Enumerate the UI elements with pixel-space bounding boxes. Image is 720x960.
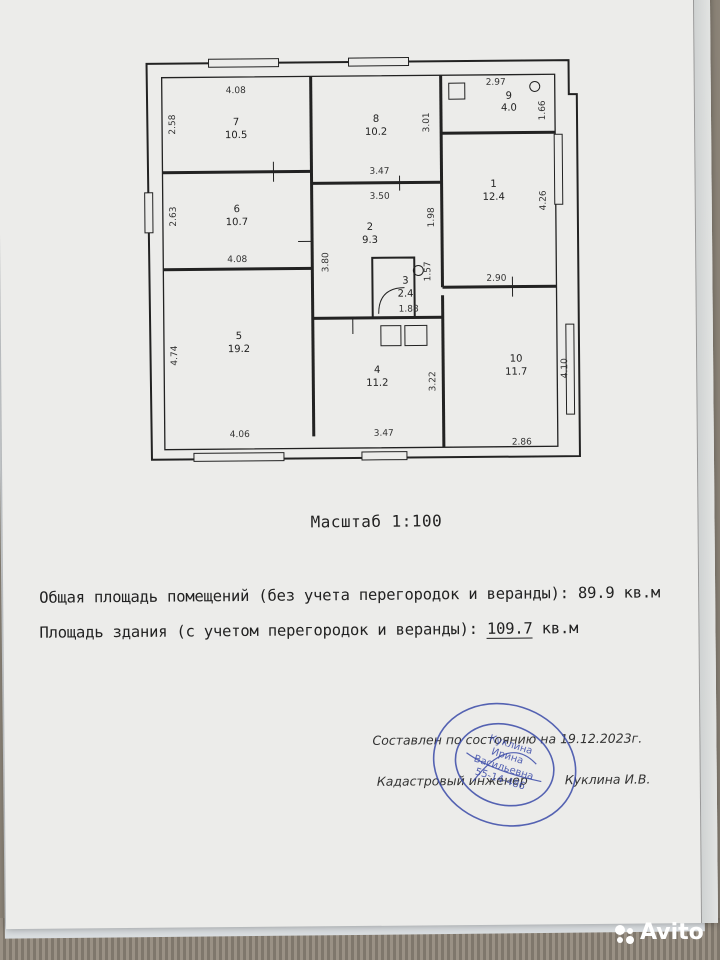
room-8-number: 8 — [373, 114, 379, 125]
dim-label: 2.90 — [486, 274, 506, 284]
window — [347, 57, 410, 67]
wall-v1 — [309, 76, 316, 437]
dim-label: 3.47 — [369, 167, 389, 177]
room-3-area: 2.4 — [398, 289, 414, 300]
avito-logo-icon — [615, 925, 634, 944]
wall-h6 — [312, 315, 443, 320]
building-area-label: Площадь здания (с учетом перегородок и в… — [39, 619, 488, 642]
room-1-number: 1 — [490, 179, 496, 190]
dim-label: 4.74 — [170, 345, 180, 365]
dim-label: 2.97 — [486, 78, 506, 88]
wall-h2 — [163, 266, 313, 272]
room-3-number: 3 — [402, 276, 408, 287]
dim-label: 1.66 — [538, 100, 548, 120]
outer-wall — [145, 59, 581, 461]
bathroom-walls — [371, 256, 416, 318]
dim-label: 2.86 — [512, 437, 532, 447]
room-9-number: 9 — [506, 91, 512, 102]
dim-label: 4.06 — [230, 430, 250, 440]
window — [207, 58, 280, 68]
building-area-value: 109.7 — [486, 619, 533, 639]
dim-label: 2.58 — [168, 114, 178, 134]
room-6-area: 10.7 — [226, 217, 248, 228]
scale-label: Масштаб 1:100 — [310, 511, 443, 532]
total-area-line: Общая площадь помещений (без учета перег… — [39, 583, 661, 607]
room-5-area: 19.2 — [228, 344, 250, 355]
wall-h4 — [441, 130, 556, 135]
building-area-unit: кв.м — [532, 619, 579, 638]
room-6-number: 6 — [234, 204, 240, 215]
room-1-area: 12.4 — [483, 192, 505, 203]
dim-label: 4.26 — [539, 190, 549, 210]
signature-scribble — [472, 752, 537, 782]
toilet-icon — [412, 264, 424, 276]
room-2-number: 2 — [367, 222, 373, 233]
floor-plan: 7 10.5 8 10.2 9 4.0 6 10.7 2 9.3 1 12.4 … — [144, 57, 581, 462]
dim-label: 4.10 — [560, 358, 570, 378]
dim-label: 3.22 — [428, 371, 438, 391]
window — [565, 323, 576, 415]
dim-label: 3.50 — [370, 192, 390, 202]
official-stamp-icon: Куклина Ирина Васильевна 55-14-486 — [432, 702, 577, 827]
dim-label: 1.88 — [399, 304, 419, 314]
dim-label: 4.08 — [226, 86, 246, 96]
dim-label: 3.01 — [422, 112, 432, 132]
room-4-area: 11.2 — [366, 378, 388, 389]
avito-watermark: Avito — [640, 920, 704, 945]
stove-icon — [380, 325, 402, 347]
room-5-number: 5 — [236, 331, 242, 342]
dim-label: 2.63 — [169, 207, 179, 227]
dim-label: 1.57 — [423, 261, 433, 281]
window — [553, 133, 564, 205]
wall-v3 — [441, 295, 446, 448]
room-7-area: 10.5 — [225, 130, 247, 141]
wall-h3 — [311, 180, 442, 185]
room-7-number: 7 — [233, 117, 239, 128]
room-4-number: 4 — [374, 365, 380, 376]
document-sheet: 7 10.5 8 10.2 9 4.0 6 10.7 2 9.3 1 12.4 … — [0, 0, 719, 930]
wall-h1 — [162, 169, 312, 175]
room-9-area: 4.0 — [501, 103, 517, 114]
dim-label: 4.08 — [227, 255, 247, 265]
dim-label: 3.47 — [374, 429, 394, 439]
inner-wall-outline — [160, 73, 559, 451]
window — [361, 451, 408, 461]
shower-icon — [378, 287, 405, 314]
sink-icon — [529, 80, 541, 92]
wall-h5 — [442, 284, 557, 289]
room-2-area: 9.3 — [362, 235, 378, 246]
window — [193, 452, 285, 462]
wall-v2 — [439, 75, 444, 288]
room-8-area: 10.2 — [365, 127, 387, 138]
dim-label: 1.98 — [427, 207, 437, 227]
window — [144, 192, 154, 234]
dim-label: 3.80 — [321, 252, 331, 272]
boiler-icon — [448, 82, 466, 100]
room-10-number: 10 — [510, 354, 523, 365]
room-10-area: 11.7 — [505, 367, 527, 378]
sink-icon — [404, 324, 428, 347]
building-area-line: Площадь здания (с учетом перегородок и в… — [39, 619, 578, 642]
